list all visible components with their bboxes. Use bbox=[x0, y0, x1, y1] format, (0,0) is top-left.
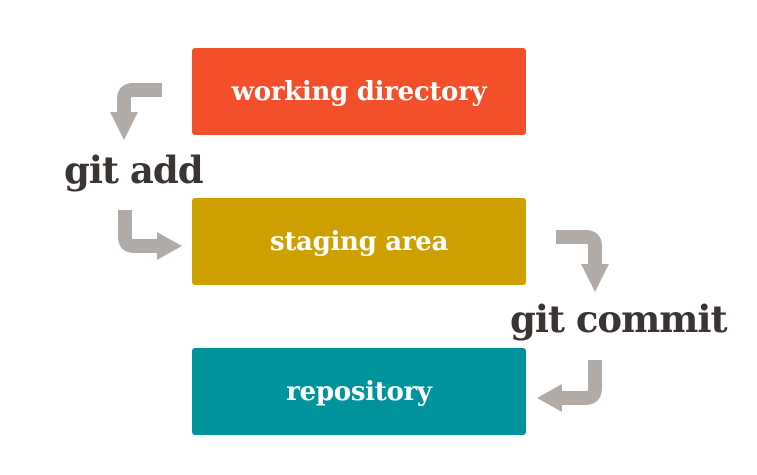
staging-area-box: staging area bbox=[192, 198, 526, 285]
working-directory-label: working directory bbox=[231, 76, 487, 107]
repository-box: repository bbox=[192, 348, 526, 435]
git-commit-label: git commit bbox=[510, 297, 728, 341]
staging-area-label: staging area bbox=[269, 226, 449, 257]
git-add-label: git add bbox=[64, 148, 204, 192]
curved-arrow-left-icon bbox=[537, 360, 602, 412]
curved-arrow-right-icon bbox=[118, 210, 182, 260]
curved-arrow-down-icon bbox=[556, 230, 609, 292]
curved-arrow-down-icon bbox=[110, 83, 162, 140]
repository-label: repository bbox=[286, 376, 432, 407]
working-directory-box: working directory bbox=[192, 48, 526, 135]
